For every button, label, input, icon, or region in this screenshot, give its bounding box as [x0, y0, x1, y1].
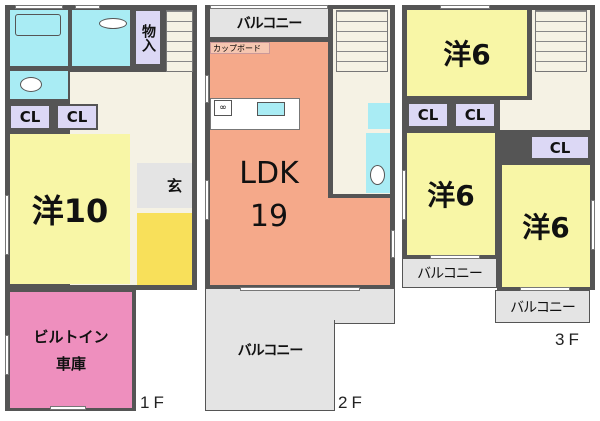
- built-in-garage: ビルトイン 車庫: [10, 292, 132, 408]
- ldk-room: [210, 42, 328, 285]
- balcony-2f-bottom-outline-lower: [205, 320, 335, 411]
- floor-label-3f: 3F: [555, 330, 583, 349]
- window: [50, 406, 86, 410]
- window: [205, 180, 209, 220]
- garage-label-line1: ビルトイン: [33, 328, 109, 346]
- window: [240, 287, 360, 291]
- window: [440, 5, 490, 9]
- entrance-hall-1f: [137, 213, 192, 285]
- window: [430, 255, 480, 259]
- sink-icon: [257, 102, 285, 116]
- hallway-3f-lower: [500, 100, 590, 130]
- balcony-2f-top: バルコニー: [210, 9, 328, 37]
- window: [520, 287, 570, 291]
- balcony-3f-left: バルコニー: [402, 258, 497, 288]
- toilet-icon: [20, 77, 42, 92]
- window: [210, 5, 328, 9]
- staircase-1f: [166, 10, 193, 72]
- ldk-room-extension: [328, 198, 390, 285]
- garage-label-line2: 車庫: [55, 355, 86, 373]
- window: [391, 230, 395, 258]
- bedroom-3f-top: 洋6: [407, 10, 527, 96]
- cupboard-label: カップボード: [210, 42, 270, 54]
- closet-3f-3: CL: [530, 135, 590, 160]
- window: [5, 335, 9, 375]
- balcony-3f-right: バルコニー: [495, 290, 590, 323]
- bathroom: [10, 10, 68, 66]
- window: [75, 5, 100, 9]
- toilet-1f: [10, 71, 68, 99]
- toilet-2f: [366, 133, 390, 193]
- bathtub-icon: [15, 14, 61, 36]
- washbasin-2f: [368, 103, 390, 129]
- closet-1f-2: CL: [56, 104, 98, 130]
- bedroom-3f-left: 洋6: [407, 133, 495, 255]
- window: [402, 170, 406, 220]
- window: [5, 195, 9, 255]
- ldk-label: LDK 19: [239, 156, 299, 234]
- bedroom-3f-right: 洋6: [502, 165, 590, 287]
- closet-3f-1: CL: [407, 102, 449, 128]
- floor-label-2f: 2F: [338, 393, 366, 412]
- window: [591, 200, 595, 250]
- floor-label-1f: 1F: [140, 393, 168, 412]
- sink-icon: [99, 18, 127, 29]
- balcony-2f-bottom: バルコニー: [237, 343, 304, 359]
- closet-3f-2: CL: [454, 102, 496, 128]
- staircase-2f: [336, 10, 388, 72]
- storage-room: 物入: [134, 9, 162, 66]
- staircase-3f: [535, 10, 587, 72]
- closet-1f-1: CL: [9, 104, 51, 130]
- toilet-icon: [370, 165, 385, 185]
- window: [15, 5, 63, 9]
- stove-icon: ∞: [214, 100, 232, 116]
- entrance-genkan: 玄: [137, 163, 192, 208]
- window: [205, 75, 209, 103]
- storage-label: 物入: [140, 23, 156, 52]
- balcony-2f-bottom-outline: [205, 288, 395, 324]
- washroom: [72, 10, 130, 66]
- entrance-label: 玄: [166, 177, 182, 195]
- bedroom-western-10: 洋10: [10, 134, 130, 284]
